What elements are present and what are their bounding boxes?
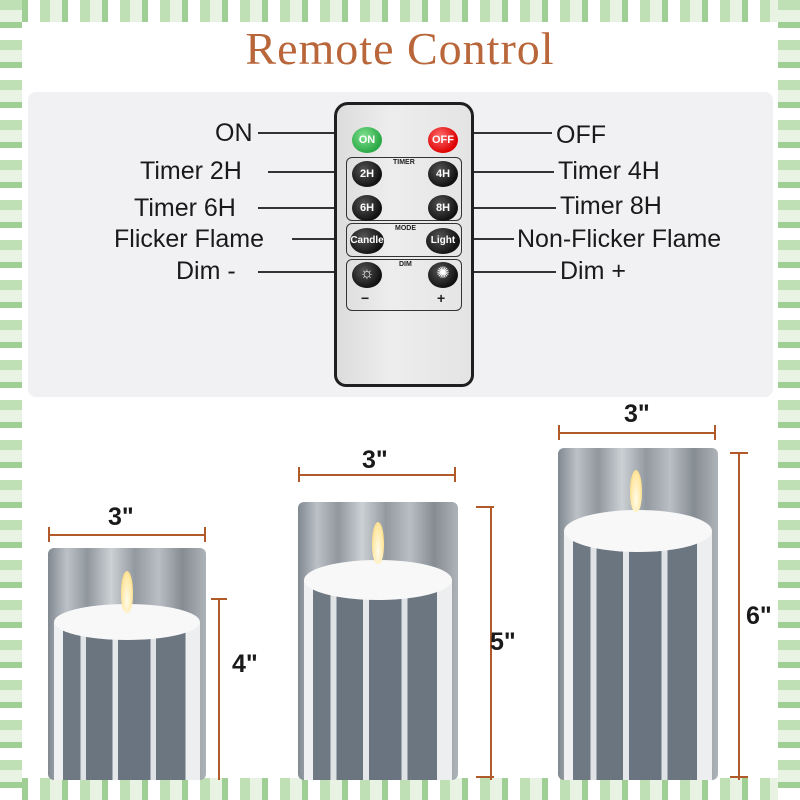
label-off: OFF bbox=[556, 121, 606, 149]
label-flicker-flame: Flicker Flame bbox=[114, 225, 265, 253]
connector-flicker bbox=[292, 238, 350, 240]
candle-3-width: 3" bbox=[624, 400, 650, 428]
candle-1-wax bbox=[54, 622, 200, 780]
label-dim-minus: Dim - bbox=[176, 257, 236, 285]
label-timer-8h: Timer 8H bbox=[560, 192, 662, 220]
candle-2-wax bbox=[304, 580, 452, 780]
timer-2h-button[interactable]: 2H bbox=[352, 161, 382, 187]
timer-8h-button[interactable]: 8H bbox=[428, 195, 458, 221]
connector-on bbox=[258, 132, 350, 134]
remote-control: ON OFF TIMER 2H 4H 6H 8H MODE Candle Lig… bbox=[334, 102, 474, 387]
timer-group-title: TIMER bbox=[393, 159, 415, 166]
connector-timer-2h bbox=[268, 171, 350, 173]
connector-dim-minus bbox=[258, 271, 350, 273]
off-button[interactable]: OFF bbox=[428, 127, 458, 153]
connector-timer-8h bbox=[458, 207, 556, 209]
label-non-flicker-flame: Non-Flicker Flame bbox=[517, 225, 722, 253]
on-button[interactable]: ON bbox=[352, 127, 382, 153]
connector-timer-4h bbox=[458, 171, 554, 173]
dim-group-title: DIM bbox=[399, 261, 412, 268]
connector-timer-6h bbox=[258, 207, 350, 209]
connector-non-flicker bbox=[458, 238, 514, 240]
candle-3-height-tick-bottom bbox=[730, 776, 748, 778]
candle-1-width-line bbox=[48, 534, 206, 536]
candle-2-width-tick-right bbox=[454, 467, 456, 482]
candle-3-top bbox=[564, 510, 712, 552]
candle-mode-button[interactable]: Candle bbox=[350, 228, 384, 254]
candle-1-height-line bbox=[218, 598, 220, 780]
leaf-border-top bbox=[0, 0, 800, 22]
label-timer-6h: Timer 6H bbox=[134, 194, 236, 222]
sun-bright-icon[interactable]: ✺ bbox=[428, 262, 458, 288]
label-on: ON bbox=[215, 119, 253, 147]
leaf-border-left bbox=[0, 0, 22, 800]
candle-2-height-line bbox=[490, 506, 492, 780]
candle-3-height: 6" bbox=[746, 602, 772, 630]
candle-3-wax bbox=[564, 532, 712, 780]
dim-group bbox=[346, 259, 462, 311]
candle-2-flame bbox=[372, 522, 384, 564]
mode-group-title: MODE bbox=[395, 225, 416, 232]
light-mode-button[interactable]: Light bbox=[426, 228, 460, 254]
candle-3-width-line bbox=[558, 432, 716, 434]
candle-2-width: 3" bbox=[362, 446, 388, 474]
timer-6h-button[interactable]: 6H bbox=[352, 195, 382, 221]
candle-2-width-line bbox=[298, 474, 456, 476]
sun-dim-icon[interactable]: ☼ bbox=[352, 262, 382, 288]
candle-2-top bbox=[304, 560, 452, 600]
connector-off bbox=[458, 132, 552, 134]
candle-1-width-tick-right bbox=[204, 527, 206, 542]
candle-2-height: 5" bbox=[490, 628, 516, 656]
candle-2-height-tick-bottom bbox=[476, 776, 494, 778]
label-timer-4h: Timer 4H bbox=[558, 157, 660, 185]
mode-group bbox=[346, 223, 462, 257]
label-timer-2h: Timer 2H bbox=[140, 157, 242, 185]
candle-1-flame bbox=[121, 571, 133, 613]
connector-dim-plus bbox=[458, 271, 556, 273]
candle-3-flame bbox=[630, 470, 642, 512]
candle-1-width-tick-left bbox=[48, 527, 50, 542]
candle-3-height-line bbox=[738, 452, 740, 780]
timer-4h-button[interactable]: 4H bbox=[428, 161, 458, 187]
candle-1-height: 4" bbox=[232, 650, 258, 678]
leaf-border-bottom bbox=[0, 778, 800, 800]
plus-sign: + bbox=[437, 290, 446, 306]
candle-3-height-tick-top bbox=[730, 452, 748, 454]
leaf-border-right bbox=[778, 0, 800, 800]
label-dim-plus: Dim + bbox=[560, 257, 626, 285]
candle-2-width-tick-left bbox=[298, 467, 300, 482]
candle-1-height-tick-top bbox=[211, 598, 227, 600]
page-title: Remote Control bbox=[245, 23, 555, 74]
candle-3-width-tick-right bbox=[714, 425, 716, 440]
minus-sign: − bbox=[361, 290, 370, 306]
candle-2-height-tick-top bbox=[476, 506, 494, 508]
timer-group bbox=[346, 157, 462, 221]
candle-3-width-tick-left bbox=[558, 425, 560, 440]
candle-1-width: 3" bbox=[108, 503, 134, 531]
